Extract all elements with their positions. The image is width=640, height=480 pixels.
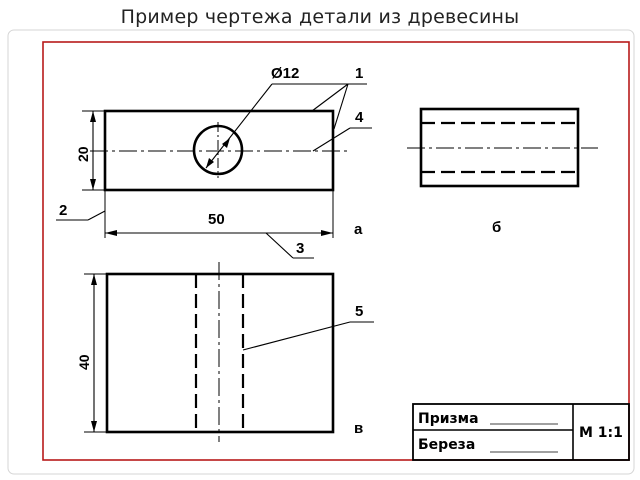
leader-3-line [265, 232, 294, 259]
diameter-arrow-2 [222, 138, 230, 148]
diameter-arrow-1 [206, 158, 214, 168]
top-view-outline [105, 272, 335, 434]
leader-5-line [242, 321, 351, 351]
view-label-v: в [354, 420, 363, 437]
side-view: б [407, 107, 598, 236]
title-block-scale: М 1:1 [579, 425, 623, 441]
dim-40-label: 40 [76, 354, 92, 370]
leader-4-label: 4 [355, 109, 364, 126]
view-label-b: б [492, 219, 501, 236]
title-block-material: Береза [418, 437, 475, 453]
dim-20-label: 20 [75, 146, 91, 162]
top-view: 40 5 в [76, 262, 374, 442]
leader-1-label: 1 [355, 65, 363, 82]
leader-1-line-a [311, 83, 349, 112]
title-block-name: Призма [418, 411, 479, 427]
diameter-label: Ø12 [271, 65, 299, 82]
leader-4-line [312, 127, 351, 152]
leader-3-label: 3 [296, 240, 304, 257]
title-block-border [412, 403, 630, 461]
diameter-leader [205, 83, 273, 169]
leader-2-line [87, 210, 106, 221]
dim-50-label: 50 [208, 211, 225, 228]
title-block: Призма Береза М 1:1 [412, 403, 630, 461]
leader-2-label: 2 [59, 202, 67, 219]
front-view: Ø12 1 4 20 50 2 3 а [56, 65, 372, 259]
slide-card-border [7, 29, 635, 475]
drawing-frame [42, 41, 630, 461]
slide-title: Пример чертежа детали из древесины [120, 6, 520, 28]
view-label-a: а [354, 221, 363, 238]
leader-1-line-b [333, 83, 349, 130]
leader-5-label: 5 [355, 303, 363, 320]
